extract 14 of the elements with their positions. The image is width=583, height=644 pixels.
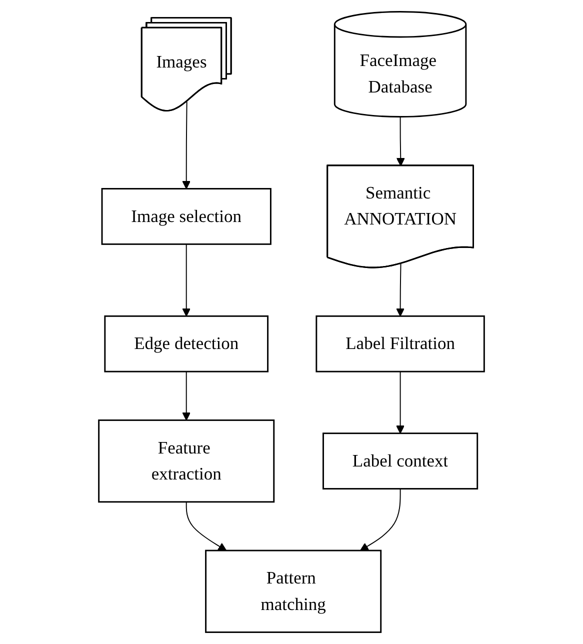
arrow (396, 263, 405, 317)
node-box: Label context (322, 432, 478, 490)
arrow (396, 116, 405, 166)
arrow (182, 244, 191, 317)
arrow (186, 501, 227, 551)
node-box: Pattern matching (205, 550, 382, 633)
arrow (182, 101, 191, 190)
node-box: Feature extraction (98, 419, 275, 503)
arrow (396, 371, 405, 434)
node-box: Image selection (101, 188, 272, 245)
arrow (360, 488, 401, 551)
node-box: Label Filtration (316, 315, 485, 372)
arrow (182, 371, 191, 421)
node-box: Edge detection (104, 315, 269, 372)
